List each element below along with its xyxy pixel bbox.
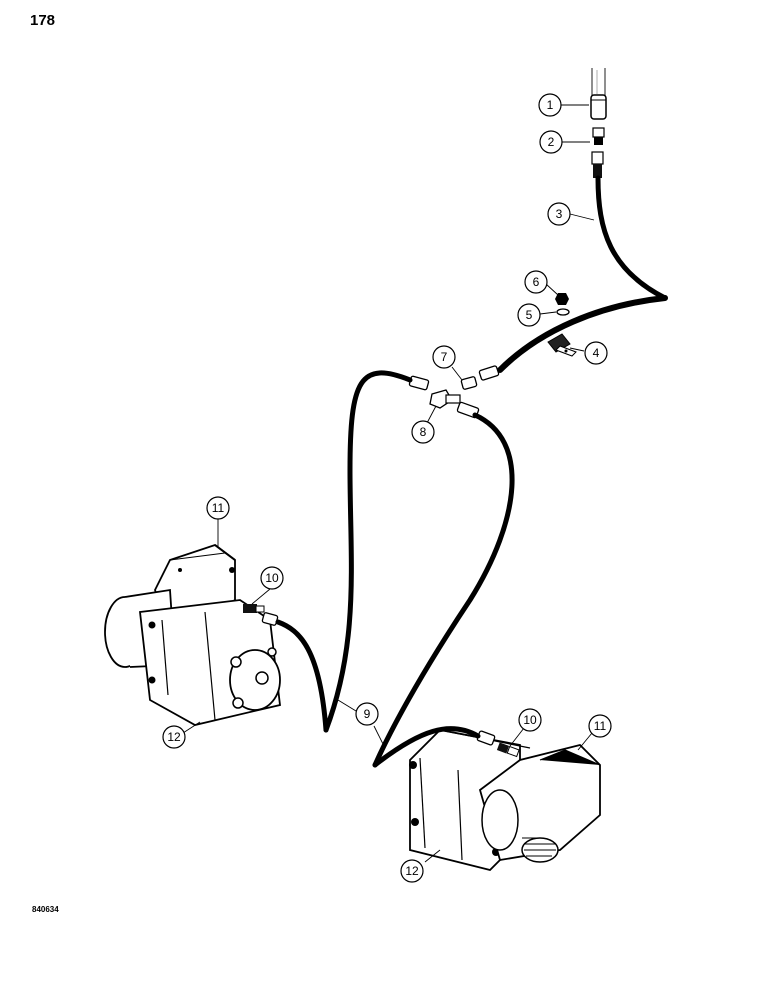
pump-housing-part-11-right xyxy=(478,744,601,863)
callout-label: 3 xyxy=(556,207,563,221)
hose-part-9-left xyxy=(323,370,430,733)
adapter-part-1 xyxy=(590,94,607,120)
callout-8: 8 xyxy=(411,420,435,444)
callout-label: 2 xyxy=(548,135,555,149)
callout-label: 5 xyxy=(526,308,533,322)
callout-4: 4 xyxy=(584,341,608,365)
callout-7: 7 xyxy=(432,345,456,369)
callout-6: 6 xyxy=(524,270,548,294)
callout-label: 12 xyxy=(167,730,181,744)
callout-label: 9 xyxy=(364,707,371,721)
callout-label: 8 xyxy=(420,425,427,439)
callout-12-left: 12 xyxy=(162,725,186,749)
callout-label: 10 xyxy=(265,571,279,585)
callout-label: 12 xyxy=(405,864,419,878)
callout-label: 6 xyxy=(533,275,540,289)
callout-label: 11 xyxy=(212,501,225,515)
clip-part-4 xyxy=(547,333,577,357)
hose-part-3 xyxy=(497,175,668,373)
callout-12-right: 12 xyxy=(400,859,424,883)
fitting-part-2 xyxy=(592,127,605,145)
callout-label: 10 xyxy=(523,713,537,727)
callout-1: 1 xyxy=(538,93,562,117)
washer-part-5 xyxy=(556,308,570,316)
supply-tube xyxy=(591,68,606,96)
hose-part-9-right xyxy=(372,401,515,768)
callout-11-left: 11 xyxy=(206,496,230,520)
callout-5: 5 xyxy=(517,303,541,327)
callout-label: 4 xyxy=(593,346,600,360)
callout-label: 1 xyxy=(547,98,554,112)
figure-code: 840634 xyxy=(32,905,59,914)
callout-10-right: 10 xyxy=(518,708,542,732)
fitting-part-10-left xyxy=(243,604,329,733)
nut-part-6 xyxy=(555,293,569,305)
callout-9: 9 xyxy=(355,702,379,726)
hose-end-fitting-to-tee xyxy=(478,365,500,381)
fitting-part-10-right xyxy=(372,726,520,768)
tee-fitting-part-8 xyxy=(429,389,461,409)
callout-3: 3 xyxy=(547,202,571,226)
callout-11-right: 11 xyxy=(588,714,612,738)
callout-10-left: 10 xyxy=(260,566,284,590)
callout-label: 7 xyxy=(441,350,448,364)
pump-body-part-12-left xyxy=(104,588,281,726)
leader-lines xyxy=(182,104,595,863)
callout-2: 2 xyxy=(539,130,563,154)
callout-label: 11 xyxy=(594,719,607,733)
connector-part-7 xyxy=(460,376,478,390)
hose-part-3-end xyxy=(591,151,604,178)
page-number: 178 xyxy=(30,12,56,29)
